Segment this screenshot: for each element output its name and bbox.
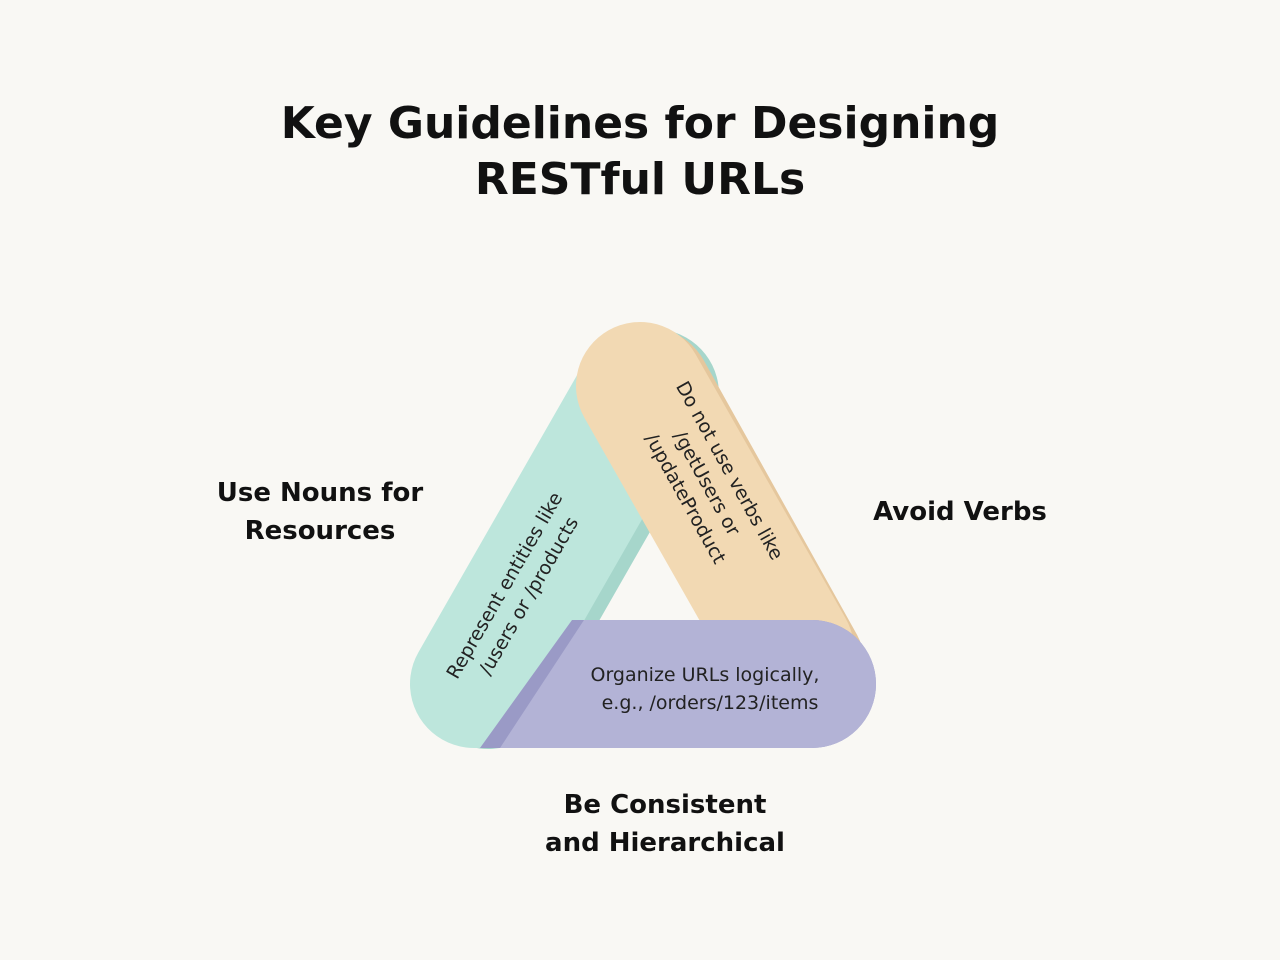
guideline-label-hierarchical-line-2: and Hierarchical [545,828,785,858]
guideline-label-verbs: Avoid Verbs [840,493,1080,531]
guideline-detail-hierarchical-line-2: e.g., /orders/123/items [602,692,819,714]
guideline-label-nouns-line-2: Resources [244,516,396,546]
guideline-pill-hierarchical [480,620,876,748]
guideline-detail-hierarchical-line-1: Organize URLs logically, [590,664,819,686]
guideline-pill-hierarchical-body [500,620,876,748]
guideline-label-nouns: Use Nouns for Resources [190,474,450,550]
guideline-pill-verbs-body [576,322,854,714]
page-title-line-1: Key Guidelines for Designing [280,98,1000,149]
guideline-label-nouns-line-1: Use Nouns for [216,478,424,508]
guideline-detail-hierarchical: Organize URLs logically, e.g., /orders/1… [590,664,825,714]
page-title: Key Guidelines for Designing RESTful URL… [190,96,1090,208]
guideline-label-verbs-line-1: Avoid Verbs [873,497,1047,527]
page-title-line-2: RESTful URLs [474,154,806,205]
guideline-label-hierarchical-line-1: Be Consistent [563,790,767,820]
guideline-label-hierarchical: Be Consistent and Hierarchical [505,786,825,862]
